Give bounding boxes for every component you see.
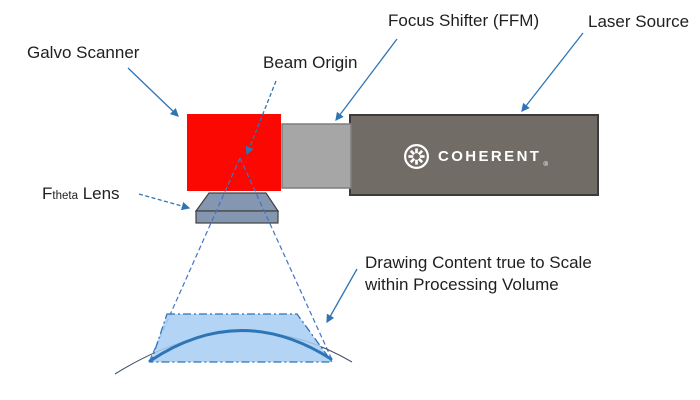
drawing-content-label: Drawing Content true to Scale within Pro… — [365, 252, 635, 296]
beam-cone-right-line — [239, 157, 334, 363]
coherent-wordmark: COHERENT — [438, 147, 542, 165]
registered-trademark-mark: ® — [543, 161, 549, 168]
ftheta-subscript: theta — [52, 190, 78, 202]
beam-origin-arrow — [245, 80, 277, 156]
ftheta-lens-body — [195, 210, 279, 224]
laser-source-box — [349, 114, 599, 196]
galvo-scanner-box — [187, 114, 281, 191]
galvo-scanner-arrow — [127, 67, 179, 117]
laser-source-label: Laser Source — [588, 12, 690, 31]
processing-volume — [150, 313, 334, 363]
coherent-logo: COHERENT ® — [403, 141, 548, 171]
beam-origin-label: Beam Origin — [263, 53, 358, 72]
focus-shifter-arrow — [335, 38, 398, 122]
ftheta-lens-top — [194, 192, 280, 212]
ftheta-suffix: Lens — [77, 184, 120, 203]
laser-source-arrow — [521, 32, 584, 112]
ftheta-lens-label: Ftheta Lens — [42, 184, 120, 206]
field-curvature-arc-thick — [148, 329, 333, 363]
focus-shifter-label: Focus Shifter (FFM) — [388, 11, 540, 30]
coherent-star-icon — [404, 143, 429, 169]
focus-shifter-box — [281, 123, 352, 189]
drawing-content-line2: within Processing Volume — [365, 275, 559, 294]
drawing-content-line1: Drawing Content true to Scale — [365, 253, 592, 272]
galvo-scanner-label: Galvo Scanner — [27, 43, 140, 62]
ftheta-prefix: F — [42, 184, 53, 203]
ftheta-lens-arrow — [138, 193, 191, 211]
drawing-content-arrow — [326, 268, 358, 324]
